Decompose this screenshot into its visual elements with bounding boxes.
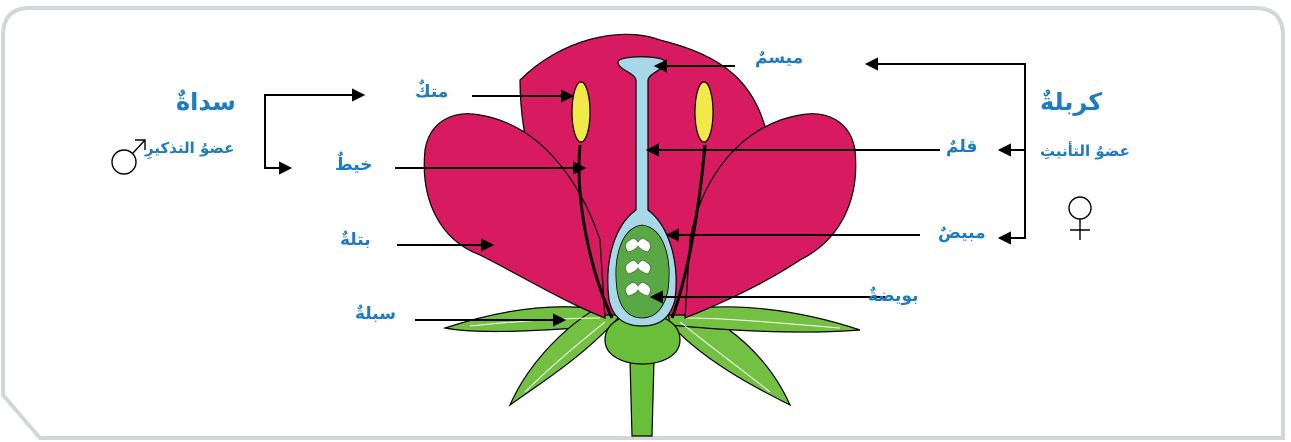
male-subtitle: عضوُ التذكيرِ — [145, 141, 234, 156]
label-stigma: ميسمٌ — [755, 50, 803, 67]
male-title: سداةٌ — [176, 90, 236, 114]
label-filament: خيطٌ — [335, 157, 372, 174]
label-sepal: سبلةٌ — [355, 306, 396, 323]
label-petal: بتلةٌ — [340, 232, 371, 249]
label-anther: متكٌ — [415, 84, 448, 101]
female-subtitle: عضوُ التأنيثِ — [1040, 144, 1130, 159]
stem — [630, 360, 654, 436]
label-ovary: مبيضٌ — [938, 225, 986, 242]
female-title: كربلةٌ — [1040, 90, 1102, 114]
label-style: قلمٌ — [946, 139, 977, 156]
anther-left — [572, 82, 590, 142]
label-ovule: بويضةٌ — [868, 288, 919, 305]
anther-right — [695, 82, 713, 142]
